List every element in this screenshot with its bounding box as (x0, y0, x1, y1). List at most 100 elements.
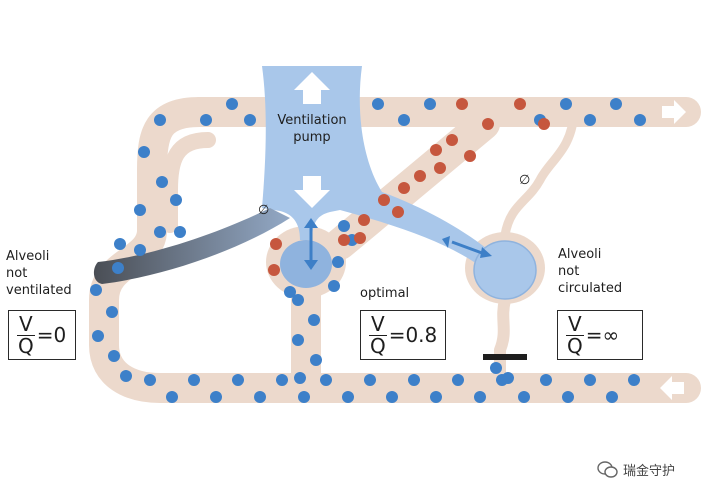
ratio-numerator: V (566, 311, 584, 336)
blue-blood-cell (474, 391, 486, 403)
red-blood-cell (514, 98, 526, 110)
inner-left-arc (162, 132, 216, 233)
blue-blood-cell (628, 374, 640, 386)
blue-blood-cell (308, 314, 320, 326)
blue-blood-cell (254, 391, 266, 403)
flow-arrow-icon (660, 376, 684, 400)
red-blood-cell (268, 264, 280, 276)
watermark-text: 瑞金守护 (623, 464, 676, 479)
blue-blood-cell (112, 262, 124, 274)
red-blood-cell (378, 194, 390, 206)
blue-blood-cell (138, 146, 150, 158)
blue-blood-cell (226, 98, 238, 110)
blue-blood-cell (134, 244, 146, 256)
right-capillary-bottom (494, 294, 511, 394)
blue-blood-cell (154, 226, 166, 238)
blue-blood-cell (364, 374, 376, 386)
ventilation-trunk (262, 66, 486, 262)
blue-blood-cell (92, 330, 104, 342)
blue-blood-cell (342, 391, 354, 403)
down-arrow-icon (294, 176, 330, 208)
ratio-denominator: Q (369, 333, 386, 358)
blue-blood-cell (170, 194, 182, 206)
blue-blood-cell (502, 372, 514, 384)
blood-cells (90, 98, 646, 403)
blue-blood-cell (606, 391, 618, 403)
ratio-denominator: Q (566, 333, 583, 358)
blue-blood-cell (188, 374, 200, 386)
red-blood-cell (354, 232, 366, 244)
red-blood-cell (338, 234, 350, 246)
right-label-line1: Alveoli (558, 247, 601, 262)
middle-label: optimal (360, 286, 409, 301)
blue-blood-cell (154, 114, 166, 126)
pump-label-line1: Ventilation (277, 113, 346, 128)
red-blood-cell (464, 150, 476, 162)
wechat-icon (597, 460, 618, 478)
blue-blood-cell (320, 374, 332, 386)
blue-blood-cell (584, 374, 596, 386)
blue-blood-cell (386, 391, 398, 403)
blue-blood-cell (284, 286, 296, 298)
red-blood-cell (270, 238, 282, 250)
up-arrow-icon (294, 72, 330, 104)
blue-blood-cell (560, 98, 572, 110)
blue-blood-cell (338, 220, 350, 232)
blue-blood-cell (610, 98, 622, 110)
blue-blood-cell (430, 391, 442, 403)
ratio-value: =∞ (585, 323, 620, 347)
blue-blood-cell (634, 114, 646, 126)
blue-blood-cell (398, 114, 410, 126)
red-blood-cell (430, 144, 442, 156)
red-blood-cell (456, 98, 468, 110)
blue-blood-cell (108, 350, 120, 362)
left-dark-airway (93, 208, 291, 284)
blue-blood-cell (144, 374, 156, 386)
blue-blood-cell (292, 294, 304, 306)
blue-blood-cell (372, 98, 384, 110)
blue-blood-cell (90, 284, 102, 296)
ratio-fraction: V Q (369, 311, 387, 358)
red-blood-cell (358, 214, 370, 226)
pump-label-line2: pump (293, 130, 330, 145)
watermark: 瑞金守护 (597, 460, 675, 479)
ratio-fraction: V Q (566, 311, 584, 358)
left-label-line1: Alveoli (6, 249, 49, 264)
ratio-denominator: Q (17, 333, 34, 358)
left-label-line2: not (6, 266, 27, 281)
ratio-value: =0 (36, 323, 67, 347)
red-blood-cell (392, 206, 404, 218)
right-label-line3: circulated (558, 281, 622, 296)
ratio-box-middle: V Q =0.8 (360, 310, 446, 360)
red-blood-cell (446, 134, 458, 146)
ratio-numerator: V (369, 311, 387, 336)
blue-blood-cell (310, 354, 322, 366)
ratio-box-right: V Q =∞ (557, 310, 643, 360)
blue-blood-cell (424, 98, 436, 110)
blue-blood-cell (584, 114, 596, 126)
blue-blood-cell (562, 391, 574, 403)
blue-blood-cell (156, 176, 168, 188)
left-label-line3: ventilated (6, 283, 72, 298)
blue-blood-cell (540, 374, 552, 386)
blue-blood-cell (298, 391, 310, 403)
clamp-icon (483, 354, 527, 360)
blue-blood-cell (174, 226, 186, 238)
red-blood-cell (482, 118, 494, 130)
blue-blood-cell (106, 306, 118, 318)
blue-blood-cell (114, 238, 126, 250)
blue-blood-cell (518, 391, 530, 403)
double-arrow-icon (304, 218, 318, 270)
blue-blood-cell (200, 114, 212, 126)
blue-blood-cell (452, 374, 464, 386)
flow-arrow-icon (662, 100, 686, 124)
blue-blood-cell (134, 204, 146, 216)
ratio-value: =0.8 (388, 323, 438, 347)
red-blood-cell (538, 118, 550, 130)
red-blood-cell (434, 162, 446, 174)
ratio-fraction: V Q (17, 311, 35, 358)
ratio-numerator: V (17, 311, 35, 336)
blue-blood-cell (490, 362, 502, 374)
